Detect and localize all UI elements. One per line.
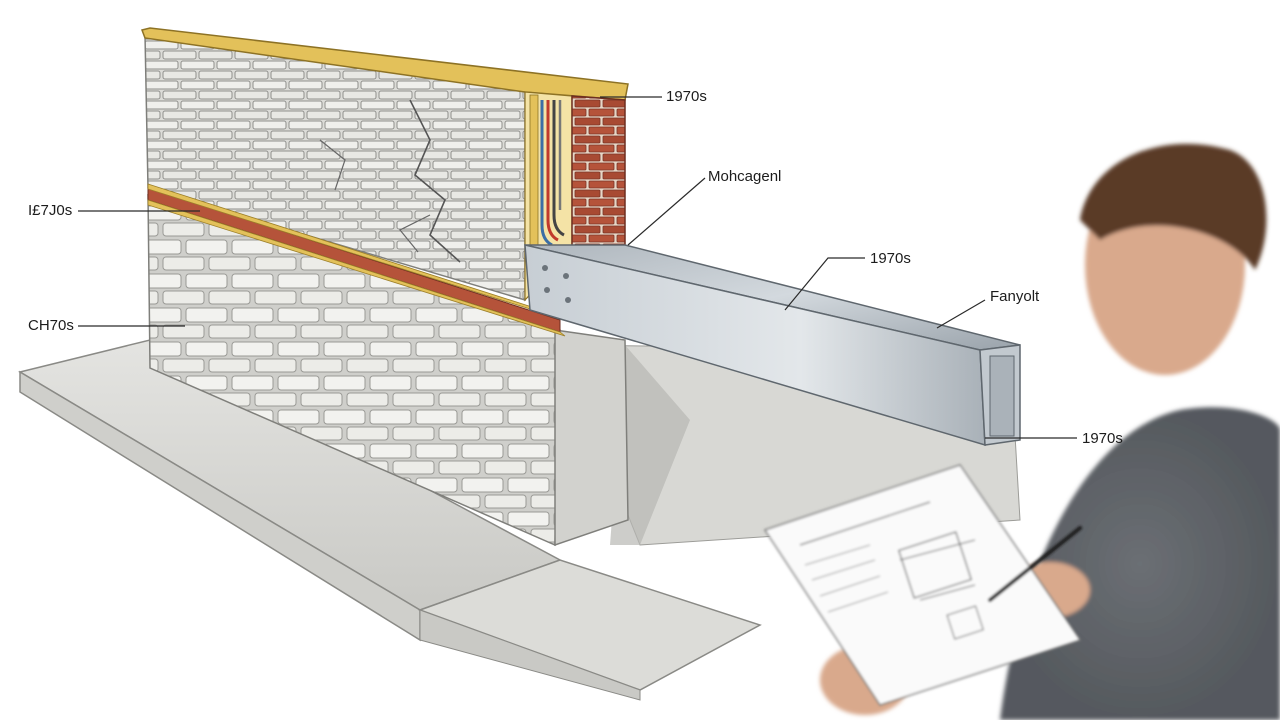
label-beam-mid: 1970s <box>870 250 911 267</box>
label-beam-bottom: 1970s <box>1082 430 1123 447</box>
label-left-upper: I£7J0s <box>28 202 73 219</box>
callout-leaders <box>78 96 1077 439</box>
label-beam-connection: Mohcagenl <box>708 168 782 185</box>
blueprint-document <box>763 464 1082 706</box>
red-brick-veneer <box>571 95 626 251</box>
steel-beam <box>524 244 1021 447</box>
leader-beam-mid <box>784 257 865 311</box>
concrete-footing <box>18 339 762 701</box>
label-beam-end: Fanyolt <box>990 288 1040 305</box>
leader-beam-end <box>936 299 986 329</box>
label-left-lower: CH70s <box>28 317 74 334</box>
leader-beam-label <box>627 177 706 246</box>
label-top-right: 1970s <box>666 88 707 105</box>
red-brick-band <box>147 183 566 337</box>
